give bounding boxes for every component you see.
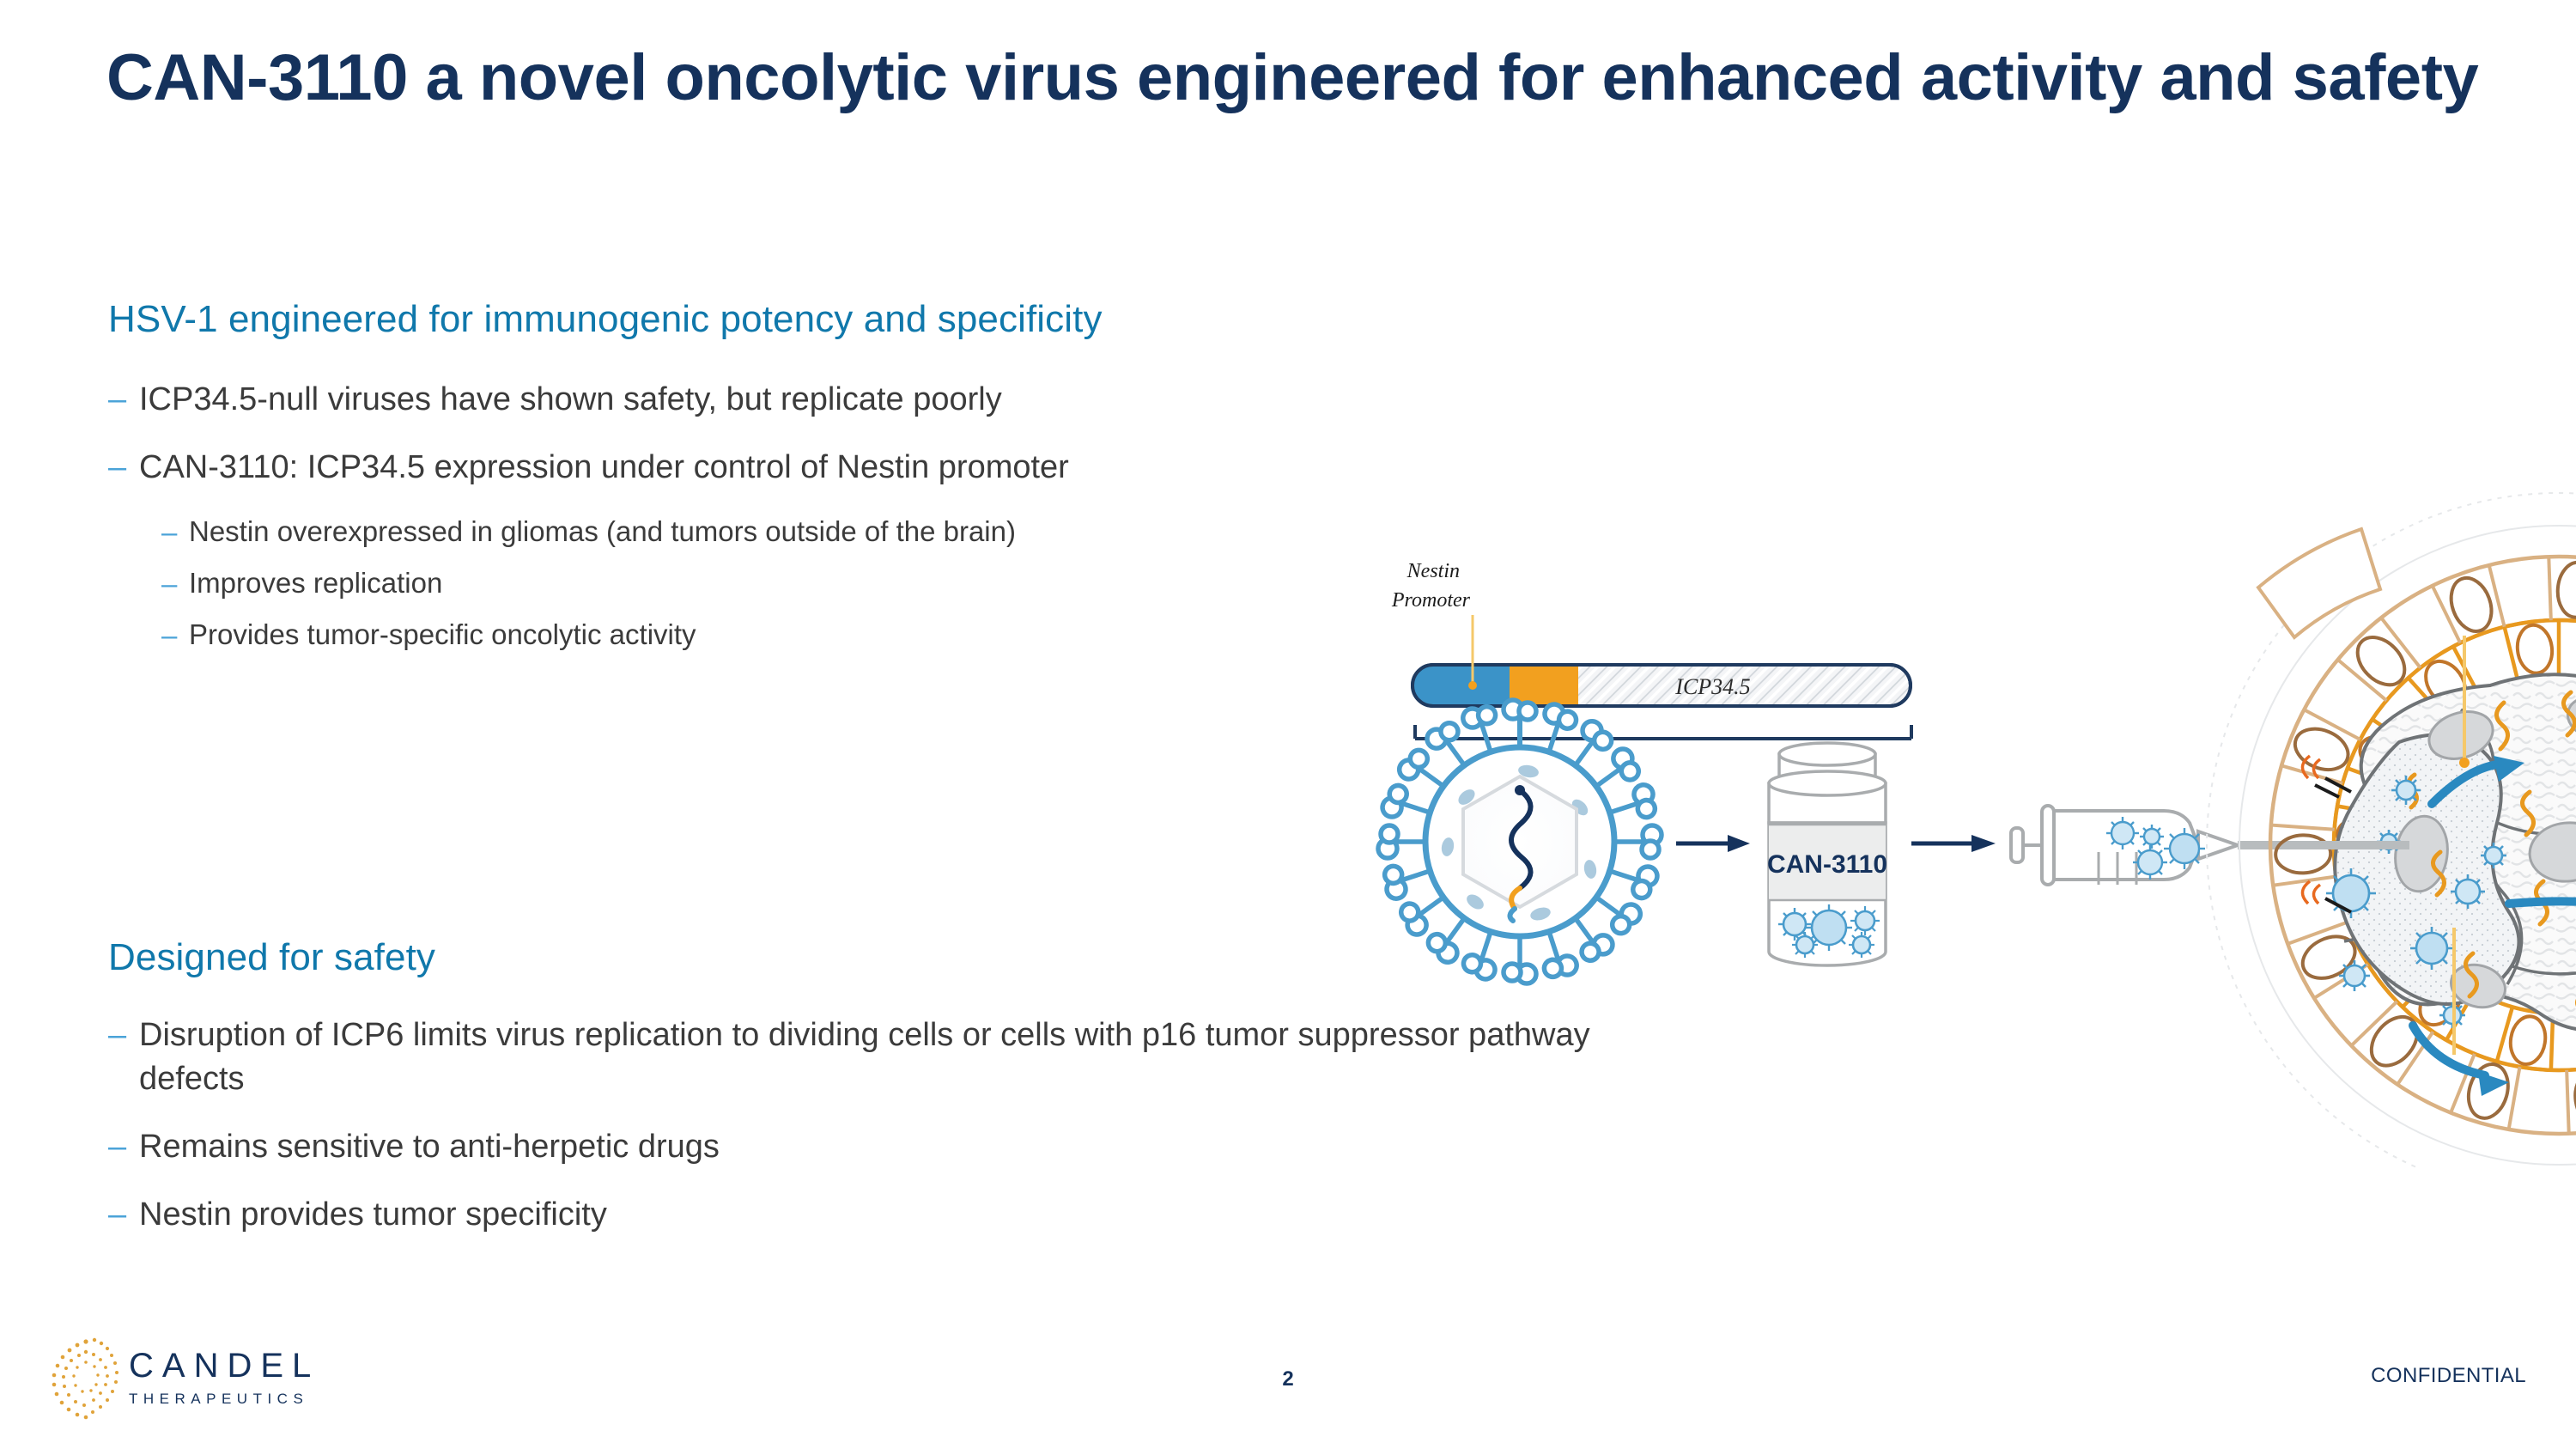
bullet-dash-icon: – [161,619,178,652]
bullet-dash-icon: – [108,1128,127,1165]
bullet-dash-icon: – [161,568,178,600]
bullet-text: CAN-3110: ICP34.5 expression under contr… [139,448,1069,485]
bullet-dash-icon: – [161,515,178,548]
bullet-list-immunogenic: – ICP34.5-null viruses have shown safety… [108,378,1448,668]
bullet-item: – Remains sensitive to anti-herpetic dru… [108,1125,1619,1169]
bullet-text: ICP34.5-null viruses have shown safety, … [139,381,1002,417]
sub-bullet-item: – Nestin overexpressed in gliomas (and t… [161,514,1448,551]
bullet-dash-icon: – [108,1017,127,1053]
hsv-virion-icon [1376,697,1664,986]
bullet-text: Nestin provides tumor specificity [139,1196,607,1233]
bullet-text: Remains sensitive to anti-herpetic drugs [139,1128,720,1165]
vial-label: CAN-3110 [1767,850,1887,879]
sub-bullet-text: Improves replication [189,567,443,600]
bullet-dash-icon: – [108,1196,127,1233]
bullet-item: – Disruption of ICP6 limits virus replic… [108,1014,1619,1101]
logo-tagline: THERAPEUTICS [129,1391,309,1407]
vial-to-syringe-arrow [1911,835,1996,852]
can3110-vial: CAN-3110 [1767,741,1887,967]
bullet-item: – CAN-3110: ICP34.5 expression under con… [108,446,1448,490]
section-heading-immunogenic: HSV-1 engineered for immunogenic potency… [108,298,1103,340]
sub-bullet-text: Nestin overexpressed in gliomas (and tum… [189,514,1016,547]
bullet-item: – ICP34.5-null viruses have shown safety… [108,378,1448,422]
page-title: CAN-3110 a novel oncolytic virus enginee… [106,41,2479,114]
sub-bullet-item: – Provides tumor-specific oncolytic acti… [161,617,1448,654]
sub-bullet-list: – Nestin overexpressed in gliomas (and t… [161,514,1448,655]
bullet-item: – Nestin provides tumor specificity [108,1193,1619,1237]
sub-bullet-item: – Improves replication [161,565,1448,603]
bullet-dash-icon: – [108,381,127,417]
sub-bullet-text: Provides tumor-specific oncolytic activi… [189,618,696,651]
nestin-promoter-label-line2: Promoter [1391,589,1471,612]
syringe-icon [2009,804,2320,886]
nestin-promoter-label-line1: Nestin [1406,560,1460,582]
page-number: 2 [1282,1367,1294,1391]
sunburst-icon [52,1337,118,1420]
bullet-list-safety: – Disruption of ICP6 limits virus replic… [108,1014,1619,1261]
confidential-label: CONFIDENTIAL [2371,1364,2526,1387]
virus-to-vial-arrow [1676,835,1750,852]
logo-wordmark: CANDEL THERAPEUTICS [129,1349,319,1406]
mechanism-figure: Nestin Promoter ICP34.5 [1340,481,2576,1168]
section-heading-safety: Designed for safety [108,936,435,978]
gene-construct-diagram: Nestin Promoter ICP34.5 [1391,560,1913,790]
logo-name: CANDEL [129,1347,320,1385]
bullet-text: Disruption of ICP6 limits virus replicat… [139,1017,1590,1097]
tumor-mass [2326,673,2576,1096]
bullet-dash-icon: – [108,448,127,485]
tumor-tissue-illustration [2206,492,2576,1168]
candel-logo: CANDEL THERAPEUTICS [45,1333,328,1429]
icp345-label: ICP34.5 [1674,674,1750,699]
